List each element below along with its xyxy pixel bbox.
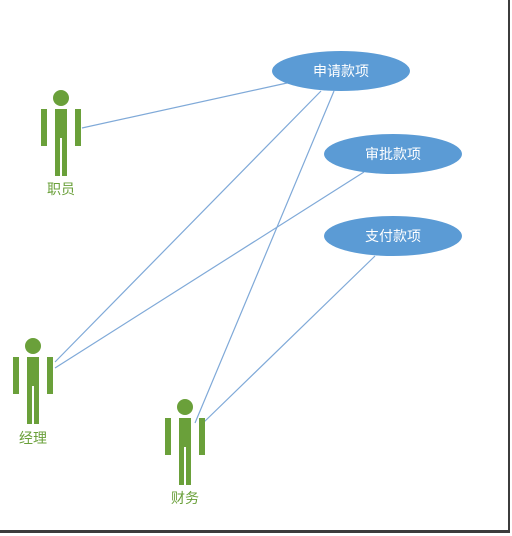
use-case-apply-label: 申请款项	[313, 64, 369, 80]
association-finance-apply	[194, 90, 335, 424]
actor-employee-label: 职员	[47, 182, 75, 198]
actor-employee-icon	[41, 90, 81, 176]
actor-finance-label: 财务	[171, 491, 199, 507]
actor-manager-icon	[13, 338, 53, 424]
association-lines	[54, 82, 376, 424]
association-finance-pay	[202, 255, 376, 424]
association-manager-apply	[54, 90, 322, 363]
use-case-apply[interactable]: 申请款项	[272, 51, 410, 91]
actor-finance-icon	[165, 399, 205, 485]
actors: 职员 经理 财务	[13, 90, 205, 507]
actor-manager-label: 经理	[19, 431, 47, 447]
actor-manager[interactable]: 经理	[13, 338, 53, 447]
use-case-pay[interactable]: 支付款项	[324, 216, 462, 256]
use-case-approve-label: 审批款项	[365, 147, 421, 163]
use-cases: 申请款项 审批款项 支付款项	[272, 51, 462, 256]
association-employee-apply	[81, 82, 288, 129]
actor-finance[interactable]: 财务	[165, 399, 205, 507]
actor-employee[interactable]: 职员	[41, 90, 81, 198]
use-case-approve[interactable]: 审批款项	[324, 134, 462, 174]
association-manager-approve	[54, 171, 365, 369]
use-case-pay-label: 支付款项	[365, 229, 421, 245]
